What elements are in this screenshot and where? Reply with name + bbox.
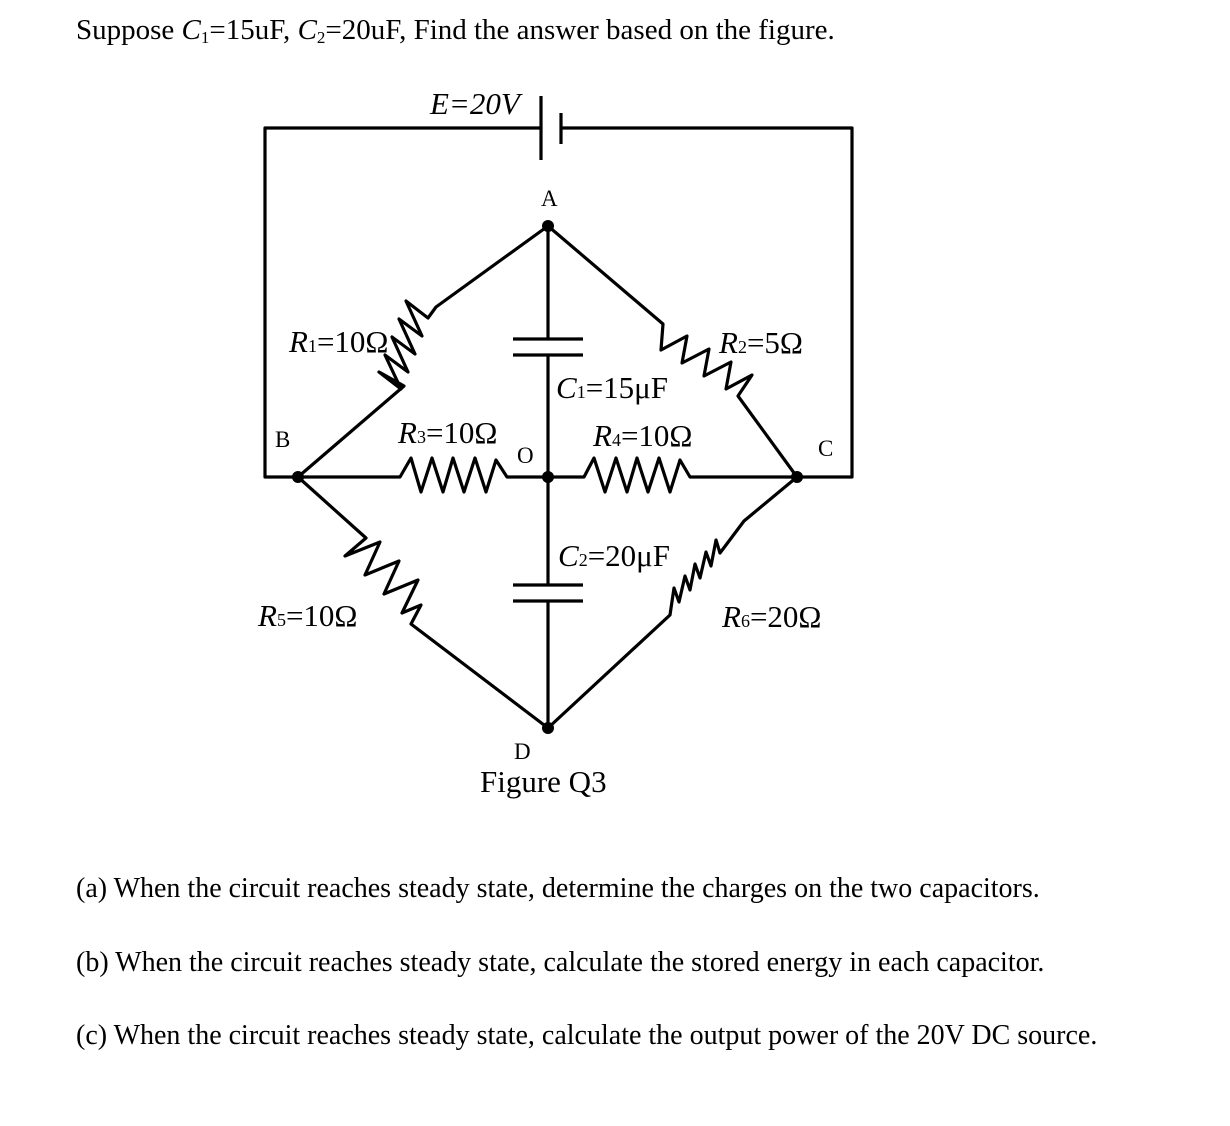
r5-label: R5=10Ω — [257, 598, 357, 633]
node-o-dot — [542, 471, 554, 483]
intro-c1-value: =15uF, — [209, 14, 298, 46]
intro-c1-symbol: C — [181, 14, 201, 46]
r3-label: R3=10Ω — [397, 415, 497, 450]
r4-label: R4=10Ω — [592, 418, 692, 453]
node-a-label: A — [541, 186, 558, 211]
resistor-r3 — [296, 456, 550, 494]
source-label: E=20V — [429, 86, 523, 121]
intro-prefix: Suppose — [76, 14, 182, 46]
node-d-label: D — [514, 739, 531, 764]
resistor-r2 — [546, 224, 799, 479]
outer-wire-left — [263, 126, 543, 479]
question-c: (c) When the circuit reaches steady stat… — [76, 1020, 1098, 1051]
figure-caption: Figure Q3 — [480, 764, 607, 799]
resistor-r1 — [296, 224, 550, 479]
c2-label: C2=20μF — [558, 538, 670, 573]
resistor-r6 — [546, 475, 799, 730]
node-b-label: B — [275, 427, 290, 452]
resistor-r5 — [296, 475, 550, 730]
intro-c2-value: =20uF, Find the answer based on the figu… — [325, 14, 835, 46]
r1-label: R1=10Ω — [288, 324, 388, 359]
intro-c2-symbol: C — [297, 14, 317, 46]
node-d-dot — [542, 722, 554, 734]
node-c-label: C — [818, 436, 833, 461]
node-c-dot — [791, 471, 803, 483]
intro-c2-sub: 2 — [316, 28, 326, 47]
intro-c1-sub: 1 — [200, 28, 210, 47]
outer-wire-right — [559, 126, 854, 479]
problem-statement: Suppose C1=15uF, C2=20uF, Find the answe… — [76, 14, 835, 48]
node-o-label: O — [517, 443, 534, 468]
node-b-dot — [292, 471, 304, 483]
r2-label: R2=5Ω — [718, 325, 803, 360]
circuit-diagram: E=20V A B C O D R1=10Ω R2=5Ω R3=10Ω R4=1… — [257, 86, 854, 799]
node-a-dot — [542, 220, 554, 232]
r6-label: R6=20Ω — [721, 599, 821, 634]
c1-label: C1=15μF — [556, 370, 668, 405]
resistor-r4 — [546, 456, 799, 494]
question-a: (a) When the circuit reaches steady stat… — [76, 873, 1040, 904]
question-b: (b) When the circuit reaches steady stat… — [76, 947, 1045, 978]
